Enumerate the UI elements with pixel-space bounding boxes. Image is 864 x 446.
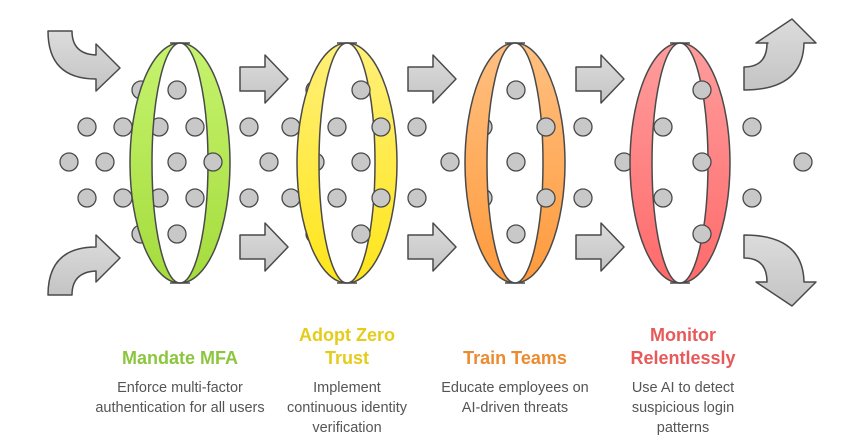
particle-dot bbox=[327, 117, 347, 137]
particle-dot bbox=[506, 224, 526, 244]
ring-monitor-front bbox=[629, 42, 681, 284]
step-description: Implement continuous identity verificati… bbox=[286, 380, 408, 436]
particle-dot bbox=[692, 80, 712, 100]
particle-dot bbox=[351, 152, 371, 172]
particle-dot bbox=[185, 117, 205, 137]
particle-dot bbox=[351, 224, 371, 244]
particle-dot bbox=[167, 80, 187, 100]
particle-dot bbox=[185, 188, 205, 208]
arrow-right-icon bbox=[407, 222, 457, 272]
particle-dot bbox=[653, 117, 673, 137]
particle-dot bbox=[742, 117, 762, 137]
particle-dot bbox=[281, 188, 301, 208]
particle-dot bbox=[203, 152, 223, 172]
particle-dot bbox=[573, 188, 593, 208]
step-title: Adopt Zero Trust bbox=[299, 325, 395, 368]
particle-dot bbox=[692, 224, 712, 244]
particle-dot bbox=[167, 224, 187, 244]
arrow-right-icon bbox=[239, 54, 289, 104]
curved-arrow-out-bottom-icon bbox=[743, 234, 817, 307]
particle-dot bbox=[371, 117, 391, 137]
arrow-right-icon bbox=[239, 222, 289, 272]
arrow-right-icon bbox=[575, 54, 625, 104]
particle-dot bbox=[59, 152, 79, 172]
particle-dot bbox=[692, 152, 712, 172]
curved-arrow-in-top-icon bbox=[47, 30, 121, 92]
particle-dot bbox=[506, 152, 526, 172]
arrow-right-icon bbox=[575, 222, 625, 272]
particle-dot bbox=[742, 188, 762, 208]
step-title: Train Teams bbox=[463, 348, 567, 368]
step-title: Mandate MFA bbox=[121, 348, 238, 368]
step-title: Monitor Relentlessly bbox=[630, 325, 736, 368]
particle-dot bbox=[407, 188, 427, 208]
particle-dot bbox=[573, 117, 593, 137]
particle-dot bbox=[793, 152, 813, 172]
particle-dot bbox=[77, 117, 97, 137]
particle-dot bbox=[77, 188, 97, 208]
particle-dot bbox=[113, 117, 133, 137]
curved-arrow-out-top-icon bbox=[743, 18, 817, 91]
particle-dot bbox=[351, 80, 371, 100]
particle-dot bbox=[653, 188, 673, 208]
particle-dot bbox=[259, 152, 279, 172]
step-description: Educate employees on AI-driven threats bbox=[441, 380, 589, 416]
step-description: Use AI to detect suspicious login patter… bbox=[631, 380, 735, 436]
particle-dot bbox=[407, 117, 427, 137]
particle-dot bbox=[239, 188, 259, 208]
particle-dot bbox=[536, 117, 556, 137]
particle-dot bbox=[95, 152, 115, 172]
particle-dot bbox=[440, 152, 460, 172]
particle-dot bbox=[327, 188, 347, 208]
particle-dot bbox=[167, 152, 187, 172]
particle-dot bbox=[536, 188, 556, 208]
arrow-right-icon bbox=[407, 54, 457, 104]
particle-dot bbox=[113, 188, 133, 208]
curved-arrow-in-bottom-icon bbox=[47, 234, 121, 296]
particle-dot bbox=[239, 117, 259, 137]
step-description: Enforce multi-factor authentication for … bbox=[95, 380, 265, 416]
particle-dot bbox=[281, 117, 301, 137]
particle-dot bbox=[371, 188, 391, 208]
particle-dot bbox=[506, 80, 526, 100]
